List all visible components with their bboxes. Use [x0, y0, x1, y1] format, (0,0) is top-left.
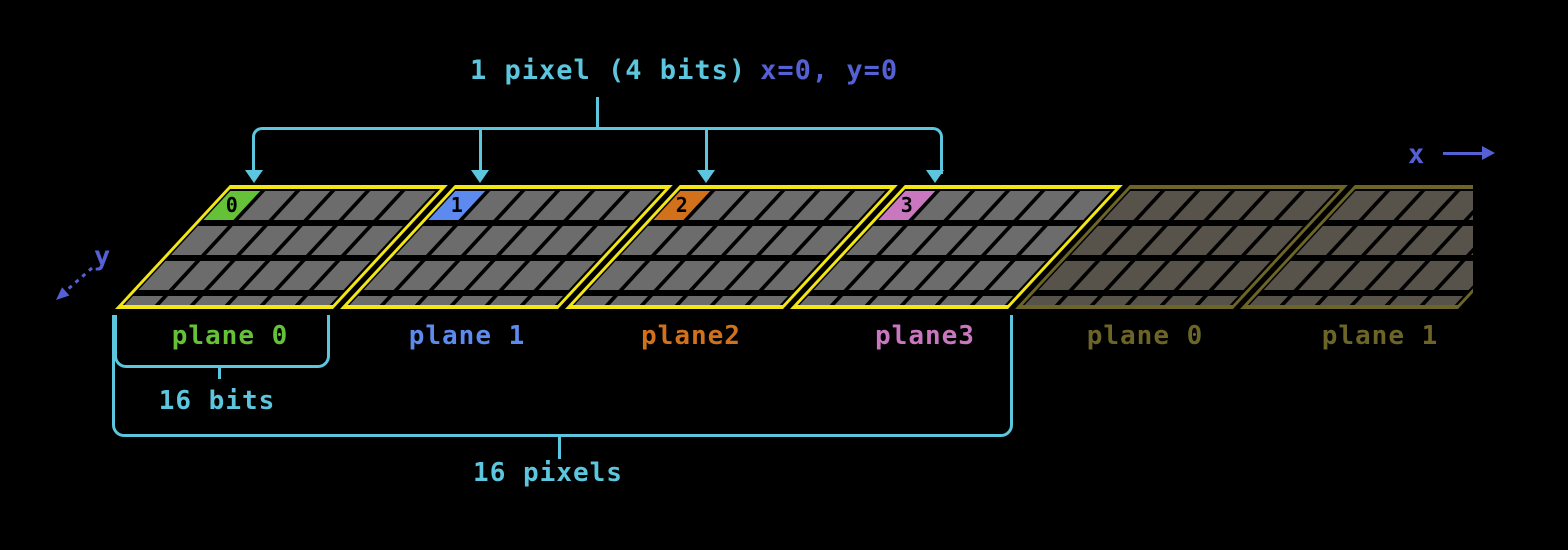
memory-cell: [115, 296, 164, 309]
clipped-plane-region: [1238, 182, 1473, 313]
sixteen-bits-bracket: [114, 315, 330, 368]
pixel-fanout-bracket: [252, 127, 943, 174]
dim-plane-name-label: plane 1: [1321, 321, 1439, 351]
down-arrow-icon: [245, 170, 263, 183]
y-axis-arrow-icon: [56, 266, 93, 300]
memory-cell: [340, 296, 389, 309]
title-stem-line: [596, 97, 599, 128]
sixteen-bits-bracket-tick: [218, 365, 221, 379]
sixteen-pixels-bracket: [112, 315, 1013, 437]
fanout-stem-line: [479, 129, 482, 171]
plane-name-label: plane3: [875, 321, 975, 351]
pixel-bits-text: 1 pixel (4 bits): [470, 55, 747, 86]
memory-cell: [565, 296, 614, 309]
down-arrow-icon: [471, 170, 489, 183]
sixteen-pixels-bracket-tick: [558, 434, 561, 459]
sixteen-bits-label: 16 bits: [158, 386, 276, 416]
x-axis-label: x: [1408, 139, 1425, 170]
plane-name-label: plane2: [641, 321, 741, 351]
x-axis-arrow-icon: [1482, 146, 1495, 160]
down-arrow-icon: [697, 170, 715, 183]
diagram-title: 1 pixel (4 bits) x=0, y=0: [470, 55, 898, 86]
plane-name-label: plane 0: [171, 321, 289, 351]
memory-cell: [790, 296, 839, 309]
x-axis-arrow-line: [1443, 152, 1483, 155]
down-arrow-icon: [926, 170, 944, 183]
pixel-coordinates-text: x=0, y=0: [760, 55, 899, 86]
fanout-stem-line: [705, 129, 708, 171]
dim-bitplane-grid: [1240, 185, 1473, 309]
memory-cell: [1240, 296, 1289, 309]
y-axis-label: y: [94, 241, 111, 272]
dim-plane-name-label: plane 0: [1086, 321, 1204, 351]
memory-cell: [1015, 296, 1064, 309]
plane-name-label: plane 1: [408, 321, 526, 351]
sixteen-pixels-label: 16 pixels: [473, 458, 623, 488]
